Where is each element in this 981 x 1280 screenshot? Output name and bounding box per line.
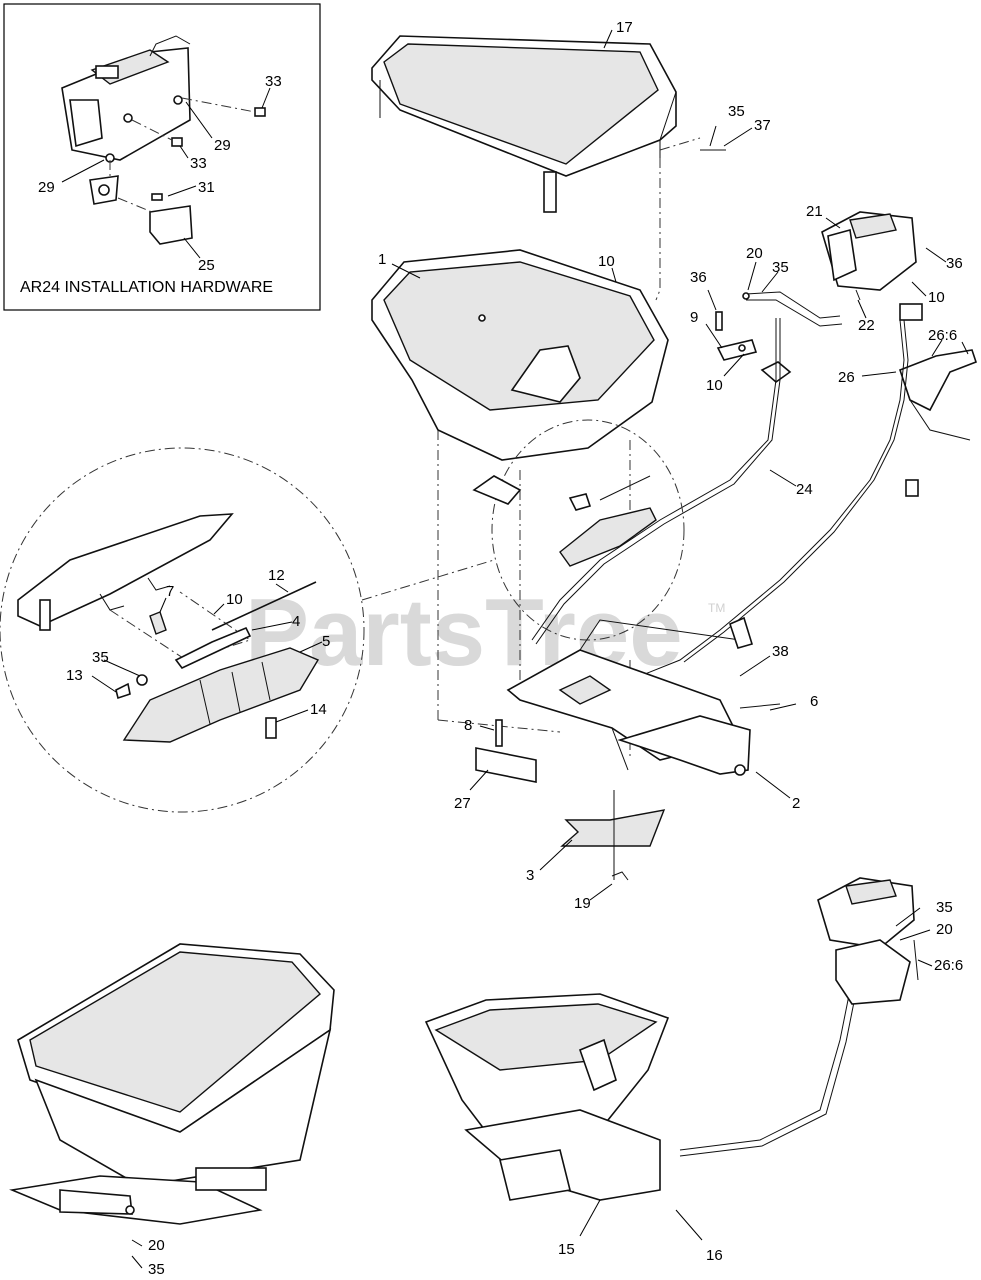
callout-14: 14 [310,701,327,718]
callout-10: 10 [226,591,243,608]
control-box: 21 36 10 22 [806,203,963,334]
callout-35: 35 [148,1261,165,1278]
callout-29: 29 [38,179,55,196]
callout-12: 12 [268,567,285,584]
callout-17: 17 [616,19,633,36]
callout-3: 3 [526,867,534,884]
callout-9: 9 [690,309,698,326]
callout-27: 27 [454,795,471,812]
hopper: 1 10 [371,249,669,461]
callout-36: 36 [946,255,963,272]
agitator-small [472,475,657,567]
callout-6: 6 [810,693,818,710]
callout-10: 10 [598,253,615,270]
watermark-tm: TM [708,601,725,615]
callout-36: 36 [690,269,707,286]
callout-26-6: 26:6 [934,957,963,974]
callout-1: 1 [378,251,386,268]
callout-37: 37 [754,117,771,134]
spreader-frame: 38 6 2 [506,616,818,812]
callout-25: 25 [198,257,215,274]
installation-hardware-inset: 33 29 33 29 31 25 AR24 INSTALLATION HARD… [3,3,321,311]
bolt-37: 35 37 [700,103,771,151]
callout-19: 19 [574,895,591,912]
control-rod: 20 35 [742,245,843,327]
callout-35: 35 [92,649,109,666]
callout-13: 13 [66,667,83,684]
control-cable: 24 [531,318,813,645]
callout-26-6: 26:6 [928,327,957,344]
callout-38: 38 [772,643,789,660]
callout-31: 31 [198,179,215,196]
wiring-harness: 26:6 26 [629,303,978,681]
callout-10: 10 [706,377,723,394]
callout-15: 15 [558,1241,575,1258]
assembled-view-right: 35 20 26:6 15 16 [424,877,963,1264]
callout-22: 22 [858,317,875,334]
callout-26: 26 [838,369,855,386]
callout-20: 20 [936,921,953,938]
callout-2: 2 [792,795,800,812]
assembled-view-left: 20 35 [9,943,335,1278]
callout-24: 24 [796,481,813,498]
callout-33: 33 [265,73,282,90]
callout-16: 16 [706,1247,723,1264]
callout-35: 35 [772,259,789,276]
callout-4: 4 [292,613,300,630]
callout-5: 5 [322,633,330,650]
pivot-plate: 36 9 10 [690,269,792,394]
agitator-detail: 12 7 10 4 5 35 13 14 [0,419,685,813]
callout-35: 35 [728,103,745,120]
callout-29: 29 [214,137,231,154]
callout-20: 20 [746,245,763,262]
callout-7: 7 [166,583,174,600]
bolt-8: 8 27 [454,717,537,812]
callout-8: 8 [464,717,472,734]
callout-33: 33 [190,155,207,172]
callout-10: 10 [928,289,945,306]
spinner: 3 19 [526,790,666,912]
callout-21: 21 [806,203,823,220]
callout-35: 35 [936,899,953,916]
inset-caption: AR24 INSTALLATION HARDWARE [20,279,273,296]
callout-20: 20 [148,1237,165,1254]
hopper-lid: 17 [371,19,677,213]
